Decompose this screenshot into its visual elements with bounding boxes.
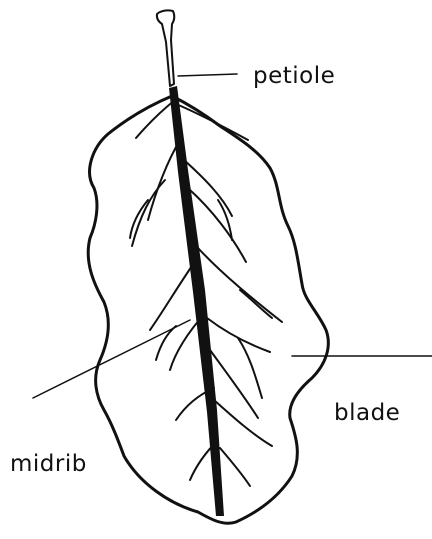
petiole-label: petiole [253,63,335,89]
petiole-leader-line [178,74,237,76]
petiole-stalk [157,10,174,86]
midrib [169,86,224,516]
blade-label: blade [334,400,400,426]
midrib-leader-line [33,320,190,398]
midrib-label: midrib [10,451,87,477]
leaf-veins [130,100,282,486]
leaf-blade-outline [88,96,328,523]
